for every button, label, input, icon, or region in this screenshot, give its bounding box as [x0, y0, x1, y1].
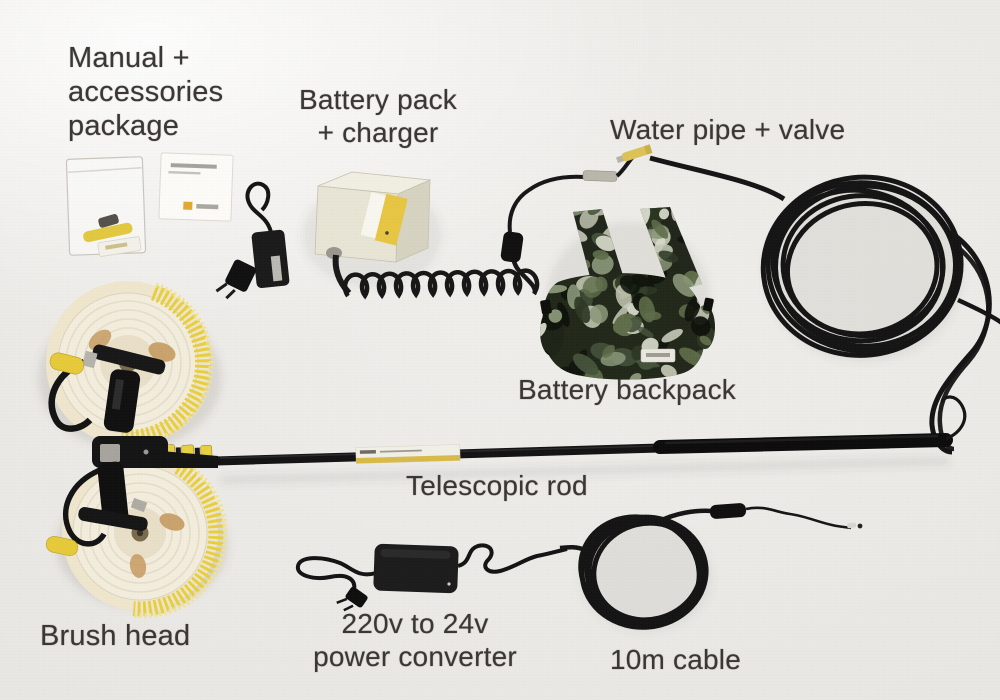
accessory-part — [98, 214, 119, 228]
charger-cable — [245, 181, 273, 233]
brush-bristles-bottom — [132, 460, 224, 617]
converter-plug — [336, 586, 368, 612]
cable-10m-assembly — [559, 503, 863, 630]
spindle-cap-top — [49, 352, 85, 375]
label-brush-head: Brush head — [40, 620, 191, 652]
label-battery-pack-charger: Battery pack + charger — [298, 84, 458, 148]
manual-accessories-package — [65, 152, 234, 257]
battery-coil-cord — [342, 268, 540, 300]
telescopic-rod-pole — [147, 395, 967, 470]
charger-body — [251, 229, 290, 289]
yellow-tool — [83, 222, 133, 243]
label-10m-cable: 10m cable — [610, 644, 741, 675]
manual-papers — [158, 152, 234, 222]
brush-head-assembly — [45, 281, 228, 619]
battery-pack — [314, 155, 635, 300]
converter-input-cable — [295, 556, 377, 591]
spindle-cap-bottom — [45, 536, 79, 556]
cable-coil — [578, 514, 709, 630]
converter-output-cable — [457, 543, 568, 574]
label-power-converter: 220v to 24v power converter — [313, 608, 517, 672]
water-pipe-coil — [760, 174, 964, 358]
battery-pack-label — [374, 193, 408, 246]
water-valve — [616, 144, 653, 164]
hose-quick-connector — [582, 170, 618, 182]
battery-charger — [215, 181, 290, 300]
label-battery-backpack: Battery backpack — [518, 374, 736, 405]
charger-plug — [215, 259, 257, 300]
cable-tip — [847, 522, 857, 529]
manual-logo — [183, 201, 193, 210]
label-manual-accessories: Manual + accessories package — [68, 42, 224, 142]
water-pipe-assembly — [616, 144, 1000, 455]
rod-tip-cable — [940, 395, 967, 441]
brush-hose-top — [48, 358, 93, 432]
label-water-pipe-valve: Water pipe + valve — [610, 114, 846, 145]
brush-frame — [45, 344, 218, 556]
cable-inline-plug — [709, 503, 747, 519]
rod-label — [355, 444, 461, 464]
power-converter-unit — [295, 543, 568, 612]
brush-hose-bottom — [63, 467, 107, 547]
rod-foam-grip — [653, 433, 953, 454]
cable-inline-connector — [500, 231, 524, 263]
label-telescopic-rod: Telescopic rod — [406, 470, 588, 501]
